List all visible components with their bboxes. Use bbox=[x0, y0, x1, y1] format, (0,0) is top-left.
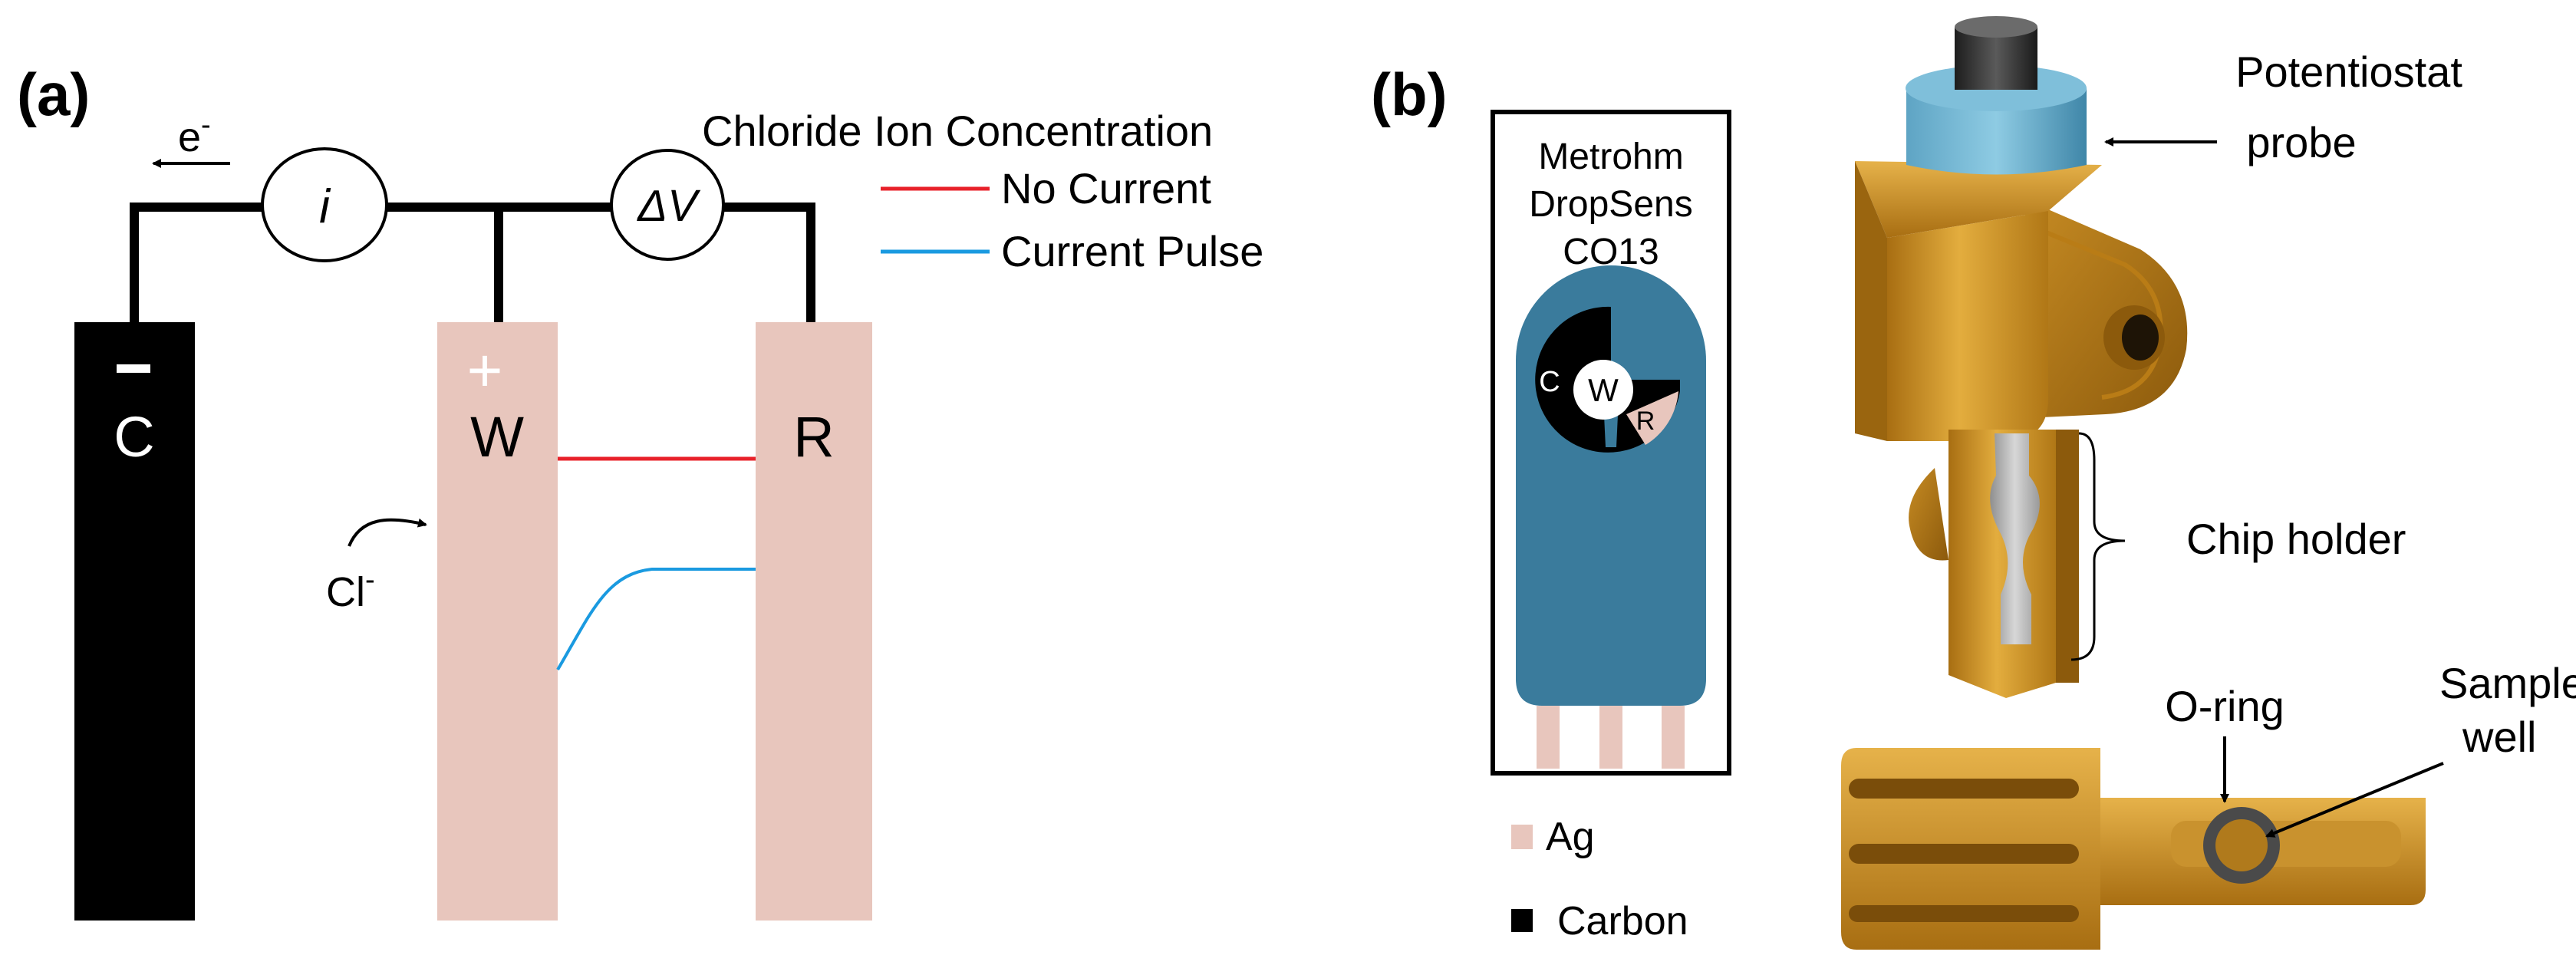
voltage-symbol: ΔV bbox=[636, 181, 701, 231]
reference-electrode bbox=[756, 322, 872, 921]
sample-well-label-line1: Sample bbox=[2439, 659, 2576, 707]
holder-top-block bbox=[1855, 161, 2102, 238]
ion-flow-arrow bbox=[348, 518, 427, 547]
chip-label-w: W bbox=[1588, 372, 1619, 408]
key-label-ag: Ag bbox=[1546, 815, 1595, 859]
chip-label-r: R bbox=[1636, 407, 1655, 436]
reference-electrode-label: R bbox=[793, 405, 834, 469]
chip-title-line1: Metrohm bbox=[1538, 137, 1683, 177]
chip-contact bbox=[1537, 706, 1560, 769]
panel-b: (b) Metrohm DropSens CO13 C W R Ag Carbo… bbox=[1371, 16, 2576, 950]
counter-sign-minus bbox=[117, 364, 150, 373]
electron-label: e- bbox=[178, 109, 211, 160]
panel-a: (a) e- i ΔV Chloride Ion Concentration N… bbox=[17, 61, 1263, 921]
working-electrode bbox=[437, 322, 558, 921]
bottom-groove bbox=[1849, 844, 2079, 864]
o-ring-label: O-ring bbox=[2165, 682, 2284, 730]
holder-side-knob bbox=[1909, 468, 1948, 561]
chip-contact bbox=[1662, 706, 1685, 769]
chip-label-c: C bbox=[1539, 366, 1560, 398]
holder-bottom-view bbox=[1841, 748, 2426, 950]
circuit-wire bbox=[130, 203, 815, 322]
chip-holder-brace bbox=[2070, 432, 2126, 661]
chip-holder-illustration bbox=[1855, 16, 2188, 698]
bottom-groove bbox=[1849, 779, 2079, 799]
sample-well bbox=[2215, 819, 2268, 871]
counter-electrode bbox=[74, 322, 195, 921]
key-swatch-carbon bbox=[1511, 909, 1533, 932]
panel-a-label: (a) bbox=[17, 61, 90, 128]
working-electrode-label: W bbox=[470, 405, 524, 469]
legend-label-current-pulse: Current Pulse bbox=[1001, 227, 1263, 275]
holder-pin-hole-inner bbox=[2122, 315, 2159, 361]
probe-annotation-line1: Potentiostat bbox=[2235, 48, 2462, 96]
probe-cylinder bbox=[1906, 88, 2087, 175]
ammeter-symbol bbox=[261, 147, 388, 262]
holder-arm-side bbox=[2056, 430, 2079, 683]
chip-working-electrode bbox=[1573, 360, 1633, 420]
panel-b-label: (b) bbox=[1371, 61, 1448, 128]
holder-chip-slot bbox=[1990, 433, 2040, 644]
legend-label-no-current: No Current bbox=[1001, 164, 1211, 212]
probe-cap-top bbox=[1955, 16, 2037, 38]
sample-well-annotation-arrow bbox=[2265, 762, 2444, 838]
current-symbol: i bbox=[319, 180, 331, 233]
legend-title: Chloride Ion Concentration bbox=[702, 107, 1213, 155]
holder-front-face bbox=[1855, 161, 1887, 441]
bottom-groove bbox=[1849, 905, 2079, 922]
holder-main-face bbox=[1887, 211, 2048, 441]
counter-electrode-label: C bbox=[114, 405, 154, 469]
chip-holder-label: Chip holder bbox=[2186, 515, 2406, 563]
chip-contact bbox=[1599, 706, 1622, 769]
sample-well-label-line2: well bbox=[2462, 713, 2536, 761]
voltmeter-symbol bbox=[610, 149, 725, 261]
probe-annotation-line2: probe bbox=[2246, 118, 2356, 166]
working-sign-plus: + bbox=[467, 336, 503, 404]
chip-reference-electrode bbox=[1626, 391, 1678, 445]
current-pulse-profile bbox=[556, 568, 756, 671]
key-swatch-ag bbox=[1511, 825, 1533, 849]
chip-title-line2: DropSens bbox=[1529, 184, 1692, 225]
key-label-carbon: Carbon bbox=[1557, 899, 1688, 944]
ion-label: Cl- bbox=[326, 564, 375, 615]
